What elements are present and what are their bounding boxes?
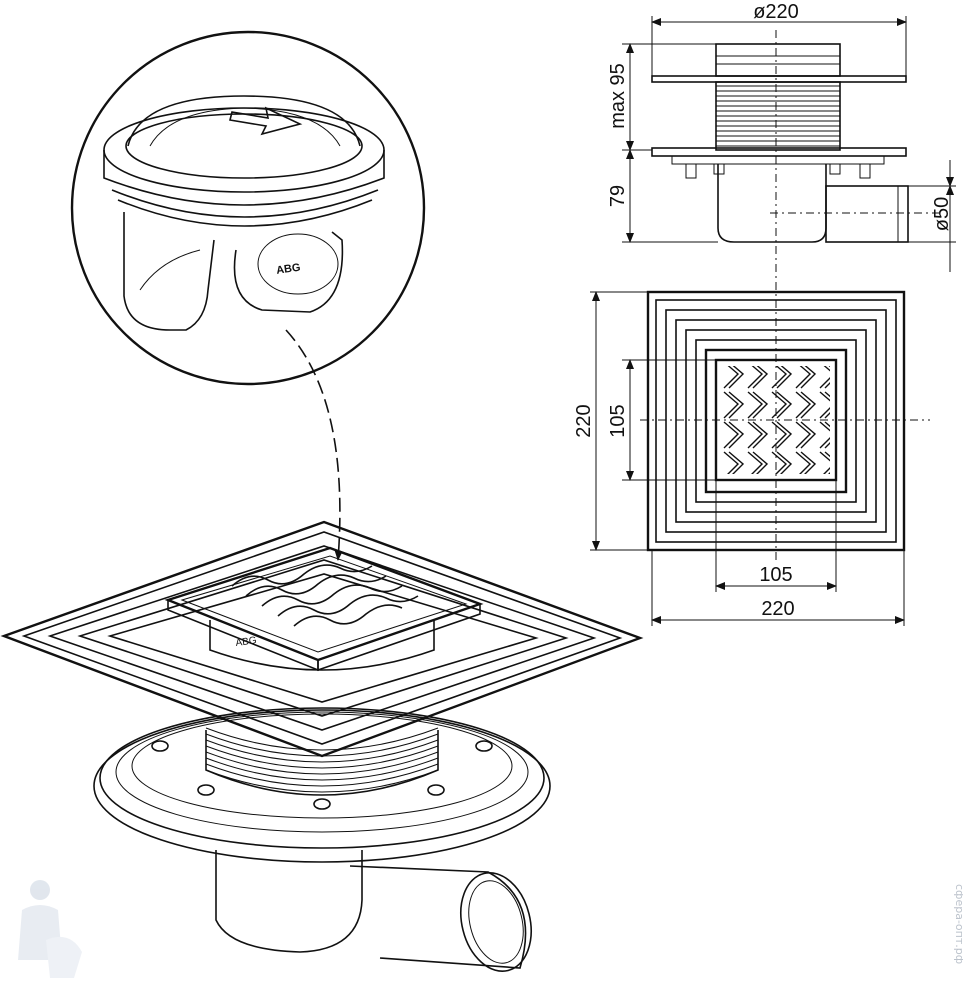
iso-thread-arc	[205, 733, 439, 757]
iso-thread-arc	[205, 739, 439, 763]
iso-thread-arc	[205, 757, 439, 781]
iso-thread-arc	[205, 763, 439, 787]
dim-plate-height: 220	[573, 404, 595, 437]
thread	[715, 81, 841, 151]
watermark-figure	[18, 880, 82, 978]
watermark-text: сфера-опт.рф	[953, 884, 963, 964]
iso-thread-arc	[205, 751, 439, 775]
dim-max-height: max 95	[607, 63, 629, 129]
top-view: 220 105 105 220	[573, 290, 930, 626]
iso-thread-arc	[205, 745, 439, 769]
bolts	[151, 740, 493, 810]
siphon-mark-label: ABG	[275, 262, 301, 277]
dim-grate-height: 105	[607, 404, 629, 437]
siphon-detail: ABG	[70, 30, 426, 561]
isometric-view: ABG	[0, 520, 644, 973]
dim-grate-width: 105	[759, 564, 792, 586]
side-view: ø220 max 95 79 ø50	[607, 1, 956, 560]
dim-plate-width: 220	[761, 598, 794, 620]
grate-pattern	[722, 366, 830, 474]
dim-body-height: 79	[607, 185, 629, 207]
square-plate	[0, 520, 644, 758]
dim-flange-diameter: ø220	[753, 1, 799, 23]
iso-thread-arc	[205, 727, 439, 751]
dim-outlet-diameter: ø50	[931, 197, 953, 231]
iso-grate-pattern	[231, 564, 419, 627]
iso-thread-arc	[205, 769, 439, 793]
